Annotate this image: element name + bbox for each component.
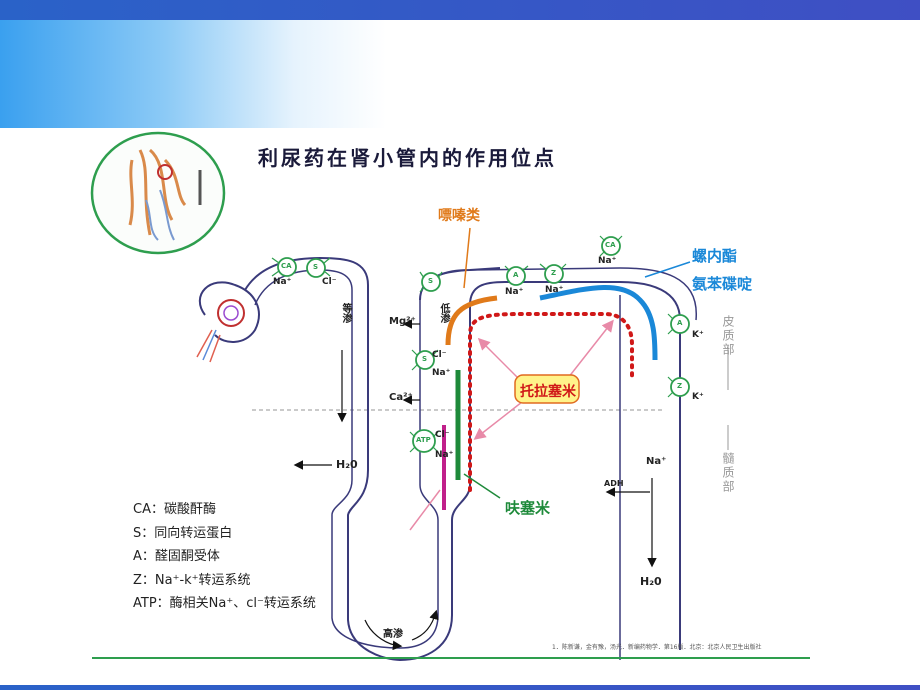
torasemide-box	[514, 374, 580, 404]
pink-lower-line	[409, 489, 441, 531]
transporter-ca-1: CA	[281, 262, 292, 270]
bowman-capsule	[196, 281, 260, 363]
legend-item-atp: ATP：酶相关Na⁺、cl⁻转运系统	[133, 596, 316, 611]
legend-item-a: A：醛固酮受体	[133, 549, 220, 564]
ion-na-5: Na⁺	[432, 368, 451, 378]
furosemide-pointer	[463, 473, 501, 499]
nephron-inset	[90, 131, 226, 255]
ion-na-2: Na⁺	[505, 287, 524, 297]
torasemide-dots	[468, 312, 634, 492]
ion-mg: Mg²⁺	[389, 316, 416, 327]
spironolactone-site-bar	[539, 285, 658, 361]
ion-cl-1: Cl⁻	[322, 277, 337, 287]
adh-label: ADH	[604, 479, 624, 488]
diagram-title: 利尿药在肾小管内的作用位点	[258, 146, 557, 170]
transporter-z-1: Z	[551, 269, 557, 277]
ion-na-1: Na⁺	[273, 277, 292, 287]
ion-k-1: K⁺	[692, 330, 704, 340]
transporter-ca-2: CA	[605, 241, 616, 249]
ion-cl-3: Cl⁻	[435, 430, 450, 440]
header-gradient	[0, 20, 920, 128]
h2o-left-label: H₂0	[336, 458, 358, 471]
transporter-ticks	[271, 235, 674, 453]
loop-arrow-left	[364, 619, 403, 651]
medulla-label: 髓质部	[721, 452, 735, 494]
transporter-a-2: A	[677, 319, 683, 327]
bottom-blue-band	[0, 685, 920, 690]
loop-arrow-right	[411, 609, 439, 641]
transporter-z-2: Z	[677, 382, 683, 390]
transporter-a-1: A	[513, 271, 519, 279]
ion-na-collecting: Na⁺	[646, 456, 667, 467]
torasemide-label: 托拉塞米	[520, 384, 576, 400]
legend-item-s: S：同向转运蛋白	[133, 525, 233, 541]
purine-pointer	[463, 227, 471, 289]
citation: 1．陈新谦，金有豫，汤光．新编药物学．第16版．北京：北京人民卫生出版社	[552, 644, 762, 651]
spironolactone-pointer	[644, 261, 691, 278]
legend-item-ca: CA：碳酸酐酶	[133, 502, 216, 517]
ion-ca: Ca²⁺	[389, 392, 413, 403]
h2o-right-label: H₂0	[640, 575, 662, 588]
spironolactone-label: 螺内酯	[692, 247, 738, 265]
ion-na-6: Na⁺	[435, 450, 454, 460]
purine-site-bar	[445, 295, 498, 346]
hypertonic-label: 高渗	[383, 629, 403, 640]
ion-na-4: Na⁺	[598, 256, 617, 266]
ion-na-3: Na⁺	[545, 285, 564, 295]
legend: CA：碳酸酐酶 S：同向转运蛋白 A：醛固酮受体 Z：Na⁺-k⁺转运系统 AT…	[133, 498, 316, 616]
isotonic-label: 等渗	[340, 303, 351, 323]
top-blue-band	[0, 0, 920, 20]
ion-k-2: K⁺	[692, 392, 704, 402]
transporter-circles	[277, 236, 690, 453]
transporter-s-2: S	[428, 277, 434, 285]
ion-cl-2: Cl⁻	[432, 350, 447, 360]
transporter-s-1: S	[313, 263, 319, 271]
transporter-atp: ATP	[416, 436, 431, 444]
triamterene-label: 氨苯碟啶	[692, 275, 753, 293]
hypotonic-label: 低渗	[438, 303, 449, 323]
cortex-label: 皮质部	[721, 315, 735, 357]
transporter-s-3: S	[422, 355, 428, 363]
furosemide-label: 呋塞米	[505, 499, 551, 517]
legend-item-z: Z：Na⁺-k⁺转运系统	[133, 572, 251, 588]
tubule-wall	[244, 256, 681, 662]
purine-drug-label: 嘌嗪类	[438, 208, 480, 224]
